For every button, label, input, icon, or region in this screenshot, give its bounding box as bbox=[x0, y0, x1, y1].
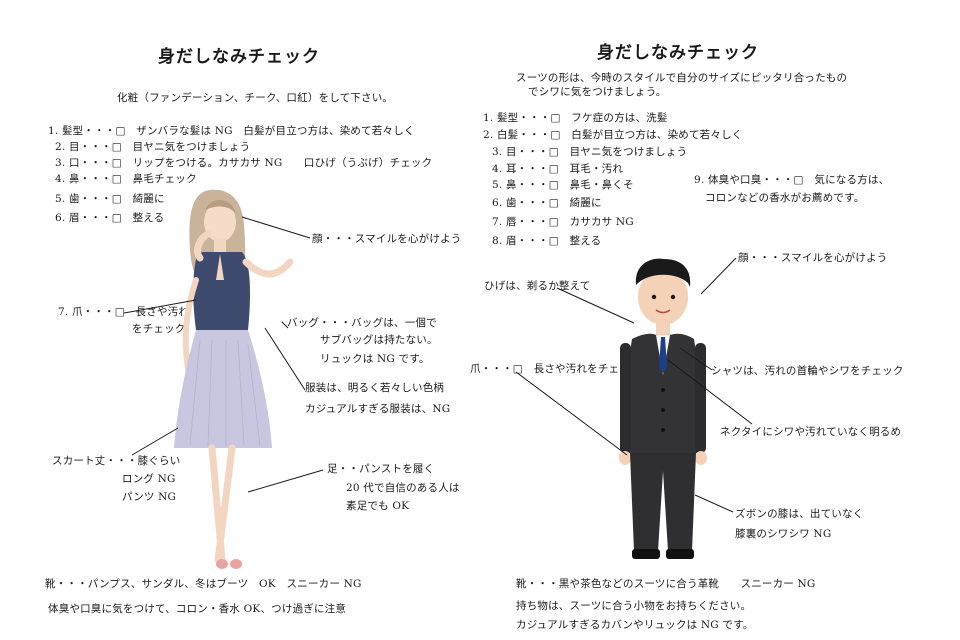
male-figure bbox=[619, 258, 707, 559]
female-face-note: 顔・・・スマイルを心がけよう bbox=[312, 233, 462, 245]
male-intro-line1: スーツの形は、今時のスタイルで自分のサイズにピッタリ合ったもの bbox=[516, 72, 848, 84]
female-nail-line2: をチェック bbox=[132, 323, 186, 335]
female-legs-line1: 足・・パンストを履く bbox=[327, 463, 435, 475]
female-check-hair: 1. 髪型・・・□ ザンバラな髪は NG 白髪が目立つ方は、染めて若々しく bbox=[48, 125, 415, 137]
male-check-brows: 8. 眉・・・□ 整える bbox=[492, 235, 602, 247]
female-bag-line2: サブバッグは持たない。 bbox=[320, 334, 438, 346]
male-shoes bbox=[632, 549, 660, 559]
leader-male-shirt bbox=[679, 347, 713, 371]
female-check-nose: 4. 鼻・・・□ 鼻毛チェック bbox=[55, 173, 197, 185]
female-bag-line1: バッグ・・・バッグは、一個で bbox=[287, 317, 437, 329]
leader-female-face bbox=[241, 216, 311, 239]
female-legs-line3: 素足でも OK bbox=[346, 500, 410, 512]
male-nail-note: 爪・・・□ 長さや汚れをチェッ bbox=[470, 363, 630, 375]
male-check-eyes: 3. 目・・・□ 目ヤニ気をつけましょう bbox=[492, 146, 688, 158]
female-clothes-line2: カジュアルすぎる服装は、NG bbox=[305, 403, 451, 415]
female-blouse bbox=[193, 252, 250, 330]
male-odor-line1: 9. 体臭や口臭・・・□ 気になる方は、 bbox=[694, 174, 890, 186]
male-check-lips: 7. 唇・・・□ カサカサ NG bbox=[492, 216, 634, 228]
male-intro-line2: でシワに気をつけましょう。 bbox=[528, 86, 667, 98]
female-legs bbox=[208, 444, 236, 564]
male-pants-line1: ズボンの膝は、出ていなく bbox=[735, 508, 864, 520]
leader-male-pants bbox=[694, 494, 734, 513]
leader-female-nail bbox=[123, 299, 197, 314]
leader-female-bag bbox=[264, 327, 306, 391]
male-tie bbox=[659, 337, 667, 373]
male-belongings-line1: 持ち物は、スーツに合う小物をお持ちください。 bbox=[516, 600, 752, 612]
male-check-ears: 4. 耳・・・□ 耳毛・汚れ bbox=[492, 163, 624, 175]
female-shoes-note: 靴・・・パンプス、サンダル、冬はブーツ OK スニーカー NG bbox=[45, 578, 362, 590]
female-legs-line2: 20 代で自信のある人は bbox=[346, 482, 460, 494]
male-check-nose: 5. 鼻・・・□ 鼻毛・鼻くそ bbox=[492, 179, 634, 191]
leader-male-beard bbox=[556, 287, 635, 324]
male-face-note: 顔・・・スマイルを心がけよう bbox=[738, 252, 888, 264]
female-skirt-line3: パンツ NG bbox=[122, 491, 177, 503]
male-face bbox=[638, 269, 688, 325]
female-subtitle: 化粧（ファンデーション、チーク、口紅）をして下さい。 bbox=[117, 92, 394, 104]
leader-female-legs bbox=[247, 469, 324, 493]
male-check-teeth: 6. 歯・・・□ 綺麗に bbox=[492, 197, 602, 209]
female-check-mouth: 3. 口・・・□ リップをつける。カサカサ NG 口ひげ（うぶげ）チェック bbox=[55, 157, 433, 169]
male-shirt-note: シャツは、汚れの首輪やシワをチェック bbox=[711, 365, 904, 377]
female-nail-line1: 7. 爪・・・□ 長さや汚れ bbox=[58, 306, 190, 318]
female-skirt-line1: スカート丈・・・膝ぐらい bbox=[52, 455, 181, 467]
male-belongings-line2: カジュアルすぎるカバンやリュックは NG です。 bbox=[516, 619, 754, 631]
female-bag-line3: リュックは NG です。 bbox=[320, 353, 430, 365]
leader-male-tie bbox=[667, 359, 753, 425]
male-check-hair: 1. 髪型・・・□ フケ症の方は、洗髪 bbox=[483, 112, 668, 124]
male-pants-line2: 膝裏のシワシワ NG bbox=[735, 528, 832, 540]
male-beard-note: ひげは、剃るか整えて bbox=[484, 280, 591, 292]
male-odor-line2: コロンなどの香水がお薦めです。 bbox=[705, 192, 865, 204]
male-tie-note: ネクタイにシワや汚れていなく明るめ bbox=[720, 426, 902, 438]
female-check-eyes: 2. 目・・・□ 目ヤニ気をつけましょう bbox=[55, 141, 251, 153]
leader-male-face bbox=[700, 257, 737, 295]
male-trousers bbox=[630, 453, 696, 551]
leader-female-clothes bbox=[281, 321, 289, 329]
female-shoes bbox=[216, 559, 228, 569]
female-clothes-line1: 服装は、明るく若々しい色柄 bbox=[305, 382, 445, 394]
female-skirt-line2: ロング NG bbox=[122, 473, 176, 485]
male-shoes-note: 靴・・・黒や茶色などのスーツに合う革靴 スニーカー NG bbox=[516, 578, 816, 590]
female-check-teeth: 5. 歯・・・□ 綺麗に bbox=[55, 193, 165, 205]
leader-male-nail bbox=[515, 371, 628, 456]
male-check-gray: 2. 白髪・・・□ 白髪が目立つ方は、染めて若々しく bbox=[483, 129, 743, 141]
male-title: 身だしなみチェック bbox=[597, 43, 759, 63]
female-figure bbox=[174, 189, 294, 569]
female-face bbox=[204, 202, 236, 242]
female-title: 身だしなみチェック bbox=[158, 47, 320, 67]
female-check-brows: 6. 眉・・・□ 整える bbox=[55, 212, 165, 224]
leader-female-skirt bbox=[131, 427, 179, 456]
male-jacket bbox=[625, 333, 701, 453]
female-odor-note: 体臭や口臭に気をつけて、コロン・香水 OK、つけ過ぎに注意 bbox=[48, 603, 347, 615]
